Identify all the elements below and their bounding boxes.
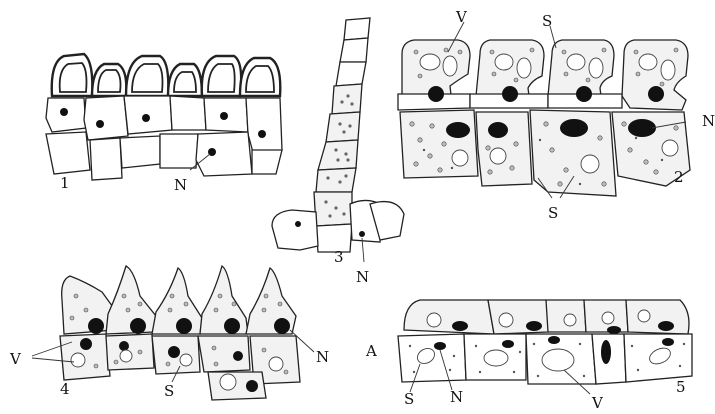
figure-2-S-top-label: S	[542, 12, 552, 30]
figure-4-N-label: N	[316, 348, 329, 366]
figure-3-N-leader	[362, 238, 364, 262]
figure-5-A-label: A	[365, 342, 377, 360]
figure-2-upper-cells	[398, 40, 688, 110]
figure-2-V-label: V	[455, 8, 468, 26]
figure-5-V-label: V	[591, 394, 604, 412]
figure-2-S-bottom-label: S	[548, 204, 558, 222]
figure-5-number: 5	[676, 378, 686, 396]
figure-5-N-label: N	[450, 388, 463, 406]
figure-3-number: 3	[334, 248, 344, 266]
figure-4-V-label: V	[9, 350, 22, 368]
figure-1: 1 N	[46, 54, 282, 194]
figure-4-upper-cells	[62, 266, 296, 334]
figure-1-N-label: N	[174, 176, 187, 194]
figure-3-N-label: N	[356, 268, 369, 286]
figure-4: V 4 S N	[9, 266, 329, 400]
figure-5: A S N V 5	[365, 300, 692, 412]
figure-1-outer-cells	[52, 54, 281, 96]
figure-1-inner-cells	[46, 96, 282, 180]
figure-5-lower-cells	[398, 334, 692, 384]
figure-2-lower-cells	[400, 110, 690, 196]
figure-1-number: 1	[60, 174, 70, 192]
figure-2-N-label: N	[702, 112, 715, 130]
figure-3-filament	[272, 18, 404, 252]
figure-3: 3 N	[272, 18, 404, 286]
figure-4-S-label: S	[164, 382, 174, 400]
figure-5-upper-cells	[404, 300, 689, 334]
figure-2: V S N 2 S	[398, 8, 715, 222]
figure-2-number: 2	[674, 168, 684, 186]
figure-5-S-label: S	[404, 390, 414, 408]
figure-4-number: 4	[60, 380, 70, 398]
